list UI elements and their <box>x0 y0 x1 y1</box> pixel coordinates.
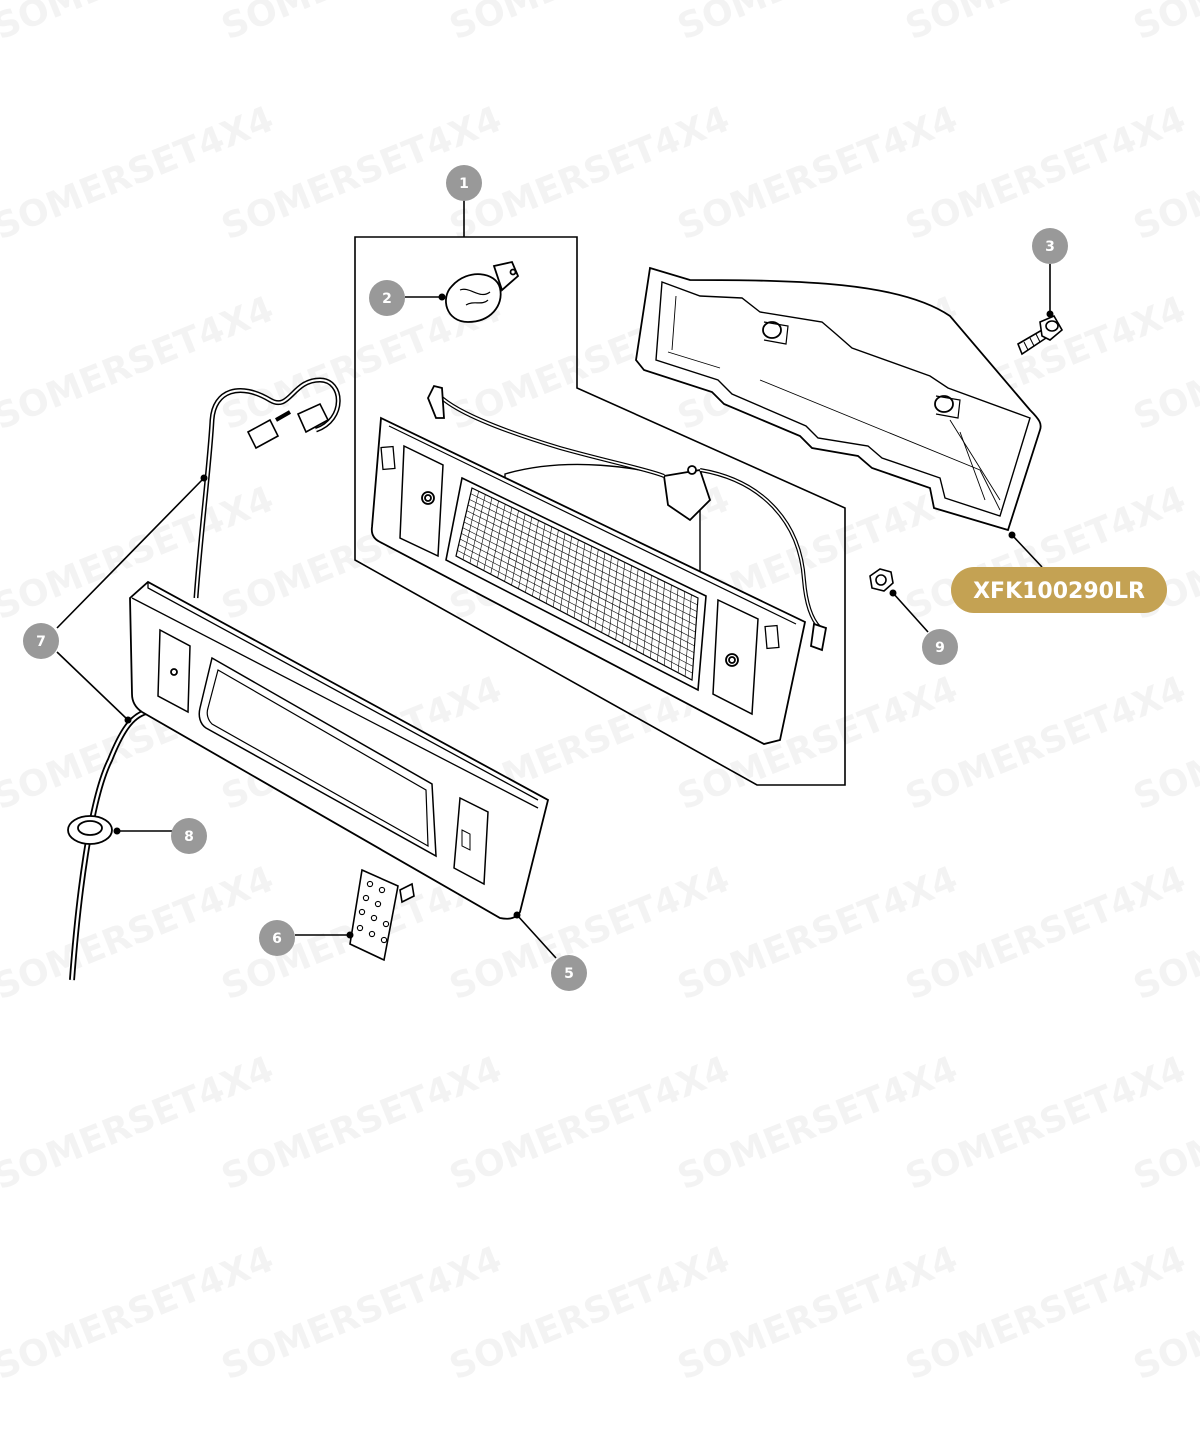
lens-grid <box>457 491 698 677</box>
leader-dot <box>1046 310 1054 318</box>
part-number-label: XFK100290LR <box>973 579 1145 604</box>
leader-dot <box>200 474 208 482</box>
callout-1[interactable]: 1 <box>446 165 482 201</box>
leader-line <box>516 914 557 959</box>
leader-dot <box>438 293 446 301</box>
lens-grid-line <box>461 533 695 653</box>
callout-6[interactable]: 6 <box>259 920 295 956</box>
callout-9[interactable]: 9 <box>922 629 958 665</box>
callout-label: 8 <box>184 829 194 845</box>
assembly-group-outline <box>354 236 846 786</box>
rear-cover-drawing <box>635 266 1042 532</box>
lens-grid-line <box>458 544 694 667</box>
callout-label: 6 <box>272 931 282 947</box>
leader-dot <box>1008 531 1016 539</box>
callout-8[interactable]: 8 <box>171 818 207 854</box>
leader-line <box>56 651 129 721</box>
lens-grid-line <box>470 493 698 606</box>
callout-3[interactable]: 3 <box>1032 228 1068 264</box>
callout-label: 7 <box>36 634 46 650</box>
leader-line <box>56 477 205 629</box>
callout-label: 9 <box>935 640 945 656</box>
callout-5[interactable]: 5 <box>551 955 587 991</box>
wiring-harness-drawing <box>69 377 341 981</box>
lens-grid-line <box>463 521 696 640</box>
leader-dot <box>889 589 897 597</box>
lens-grid-line <box>469 499 698 612</box>
leader-dot <box>513 911 521 919</box>
leader-line <box>892 592 929 633</box>
bezel-drawing <box>129 580 550 920</box>
nut-drawing <box>869 568 894 592</box>
leader-dot <box>113 827 121 835</box>
bulb-drawing <box>445 260 520 323</box>
callout-label: 2 <box>382 291 392 307</box>
lens-grid-line <box>466 510 697 626</box>
callout-label: 5 <box>564 966 574 982</box>
lens-grid-line <box>459 538 694 660</box>
callout-label: 3 <box>1045 239 1055 255</box>
callout-2[interactable]: 2 <box>369 280 405 316</box>
leader-dot <box>124 716 132 724</box>
leader-dot <box>346 931 354 939</box>
lens-grid-line <box>462 527 695 647</box>
callout-label: 1 <box>459 176 469 192</box>
lens-grid-line <box>467 504 697 619</box>
leader-line <box>1011 534 1043 568</box>
watermark-text: SOMERSET4X4 <box>1128 0 1200 48</box>
connector-drawing <box>246 402 330 450</box>
clip-plate-drawing <box>349 868 415 962</box>
lamp-housing-drawing <box>370 384 828 745</box>
grommet-drawing <box>67 815 113 845</box>
lens-grid-line <box>465 516 696 633</box>
part-number-badge[interactable]: XFK100290LR <box>951 567 1167 613</box>
callout-7[interactable]: 7 <box>23 623 59 659</box>
lens-grid-line <box>457 550 693 674</box>
